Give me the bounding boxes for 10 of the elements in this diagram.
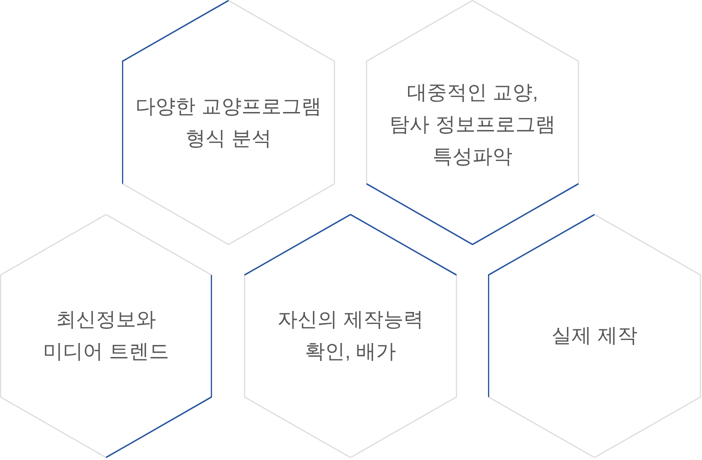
node-label: 실제 제작	[550, 324, 638, 349]
node-label: 최신정보와 미디어 트렌드	[42, 308, 170, 365]
hexagon	[122, 0, 335, 245]
node-label: 자신의 제작능력 확인, 배가	[276, 308, 424, 365]
hexagon	[244, 214, 457, 458]
node-label: 대중적인 교양, 탐사 정보프로그램 특성파악	[388, 80, 556, 170]
hexagon	[0, 214, 212, 458]
hexagon	[488, 214, 701, 458]
node-label: 다양한 교양프로그램 형식 분석	[134, 94, 322, 152]
hexagon	[366, 0, 579, 245]
